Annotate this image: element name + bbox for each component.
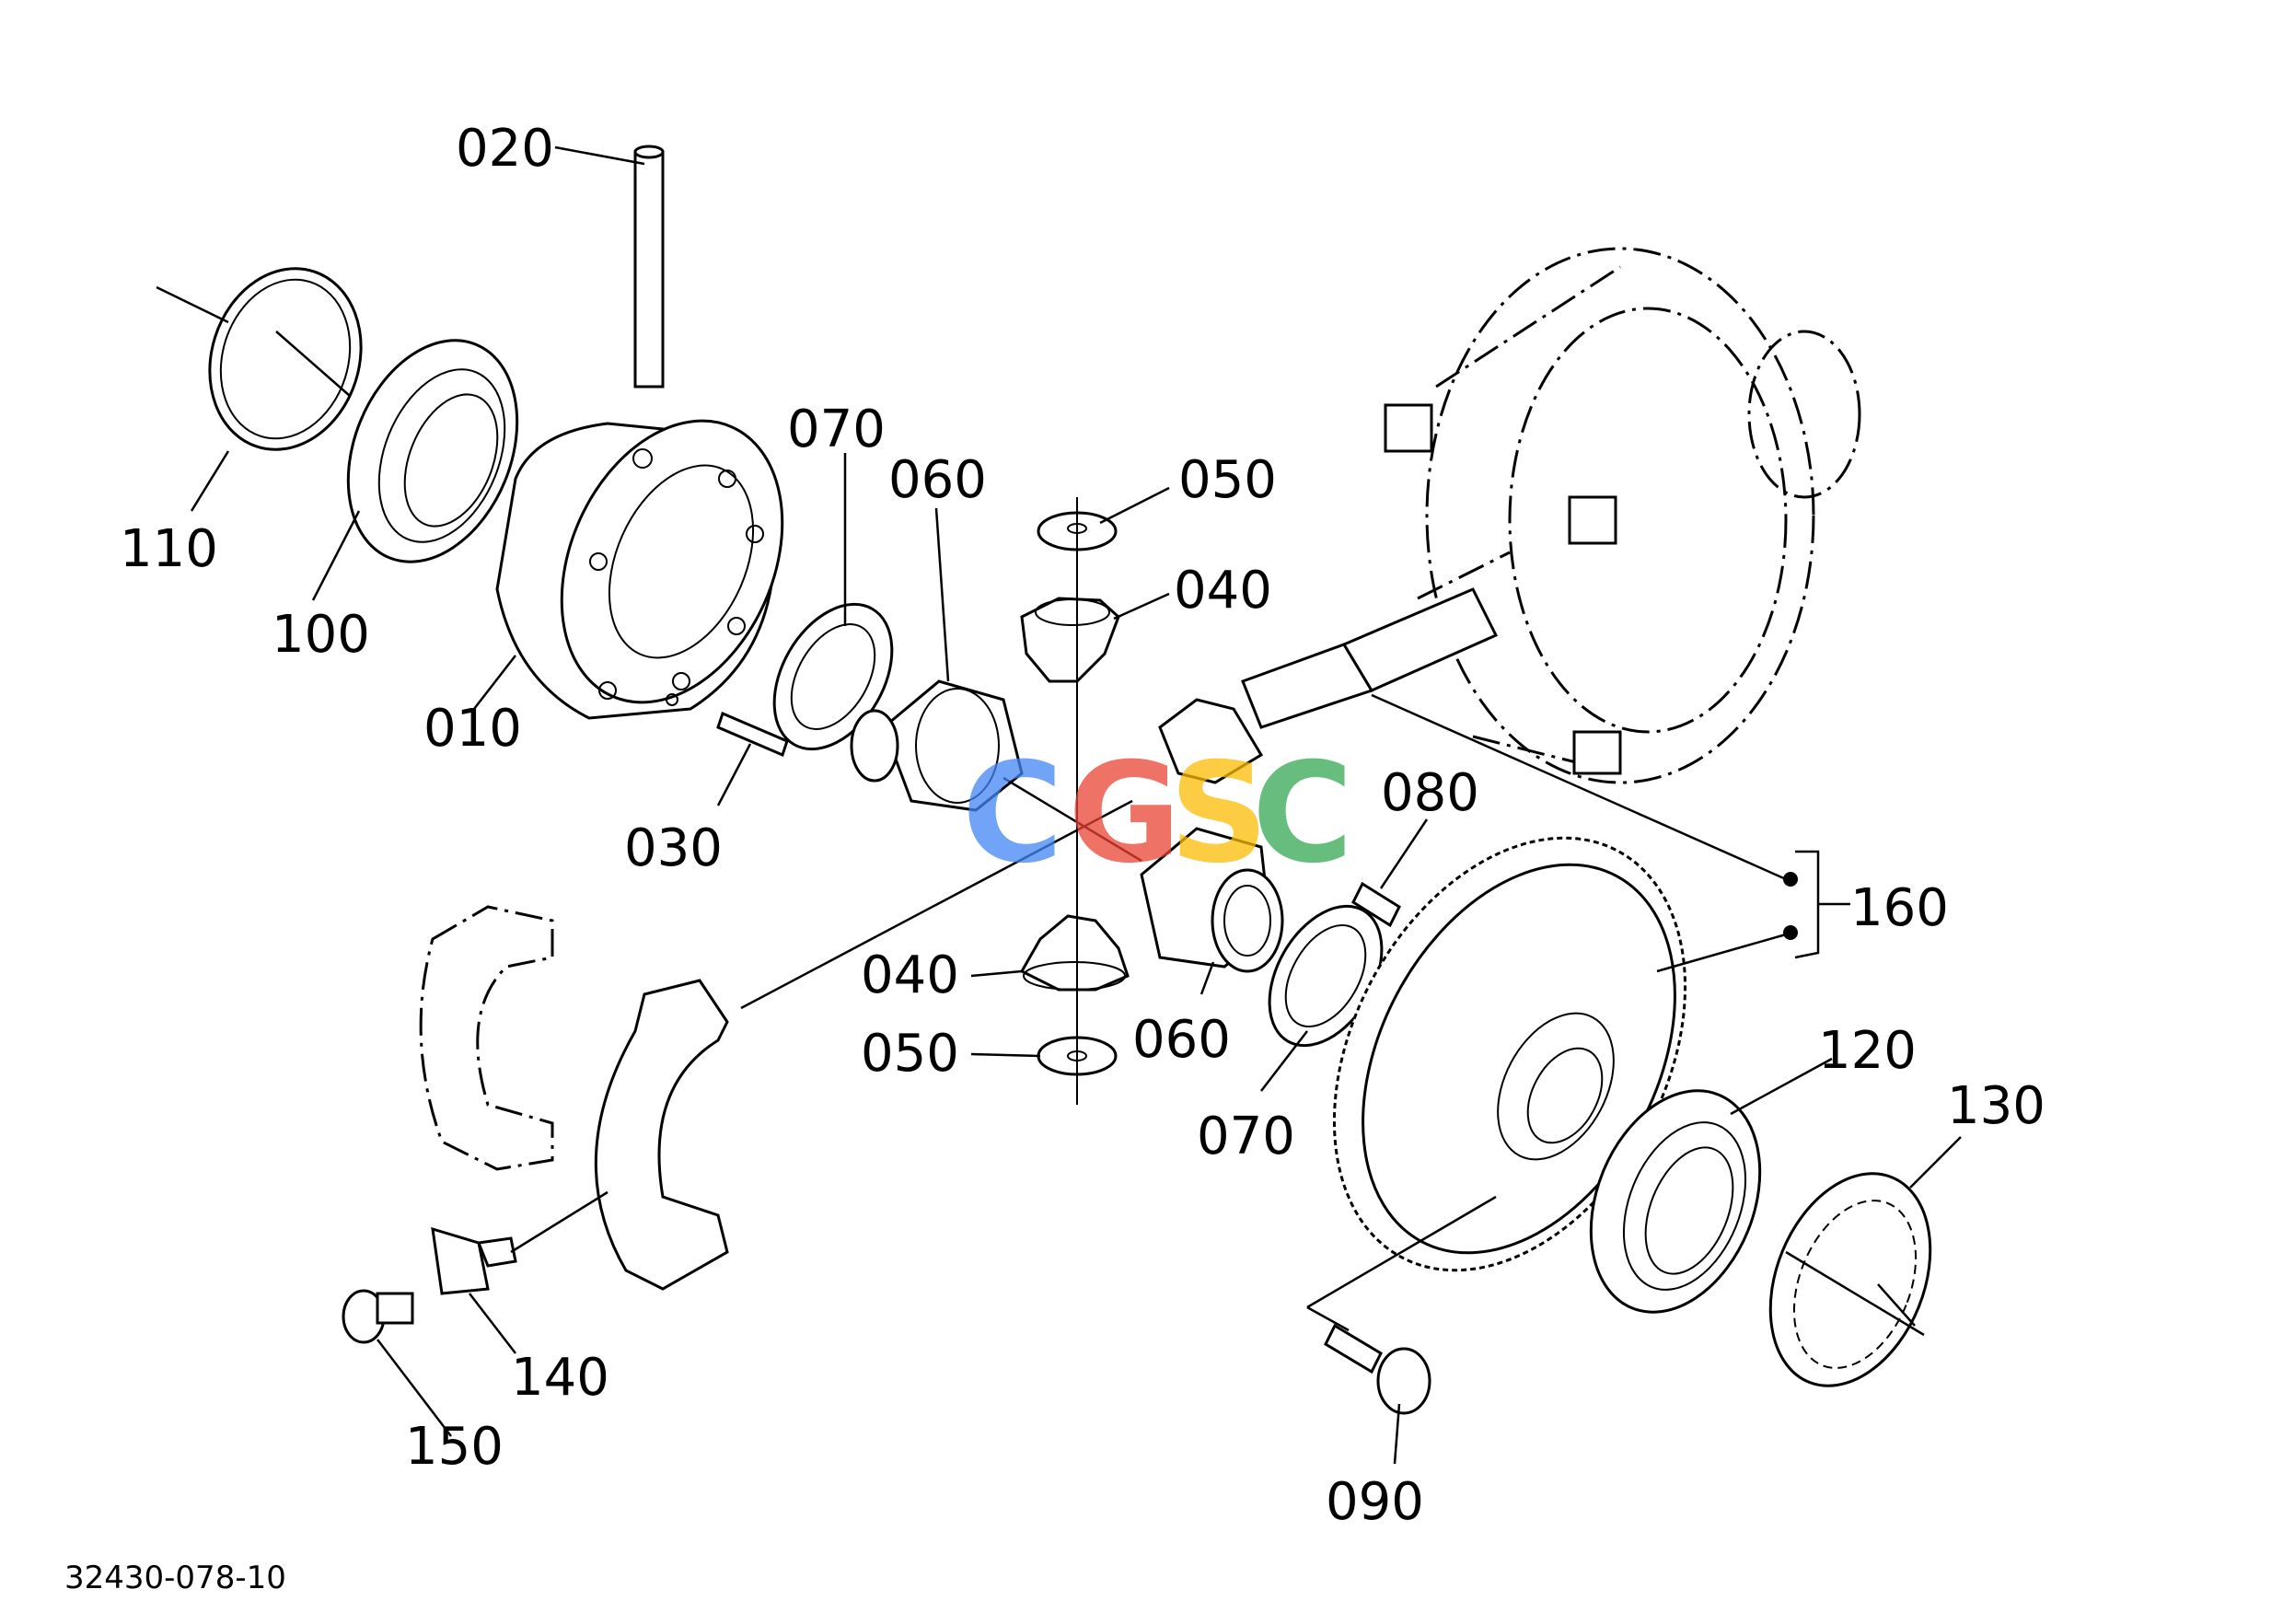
shaft-020 [633, 145, 665, 389]
label-020: 020 [456, 119, 554, 179]
side-gear-060-upper [850, 679, 1024, 812]
bearing-cap [594, 979, 729, 1291]
figure-code: 32430-078-10 [64, 1560, 286, 1596]
label-160: 160 [1850, 878, 1949, 938]
shim-070-lower [1268, 904, 1384, 1048]
label-070-upper: 070 [787, 400, 886, 459]
label-070-lower: 070 [1197, 1107, 1295, 1166]
watermark-letter-2: G [1068, 734, 1181, 894]
label-040-upper: 040 [1174, 561, 1272, 621]
bearing-100 [346, 339, 519, 563]
watermark-letter-1: C [962, 734, 1063, 894]
label-150: 150 [405, 1417, 504, 1477]
housing-phantom [1384, 247, 1861, 784]
part-labels: 020 110 100 010 070 060 050 040 030 080 … [120, 119, 2045, 1532]
callout-dot-upper [1783, 872, 1798, 887]
dowel-080 [1351, 881, 1401, 928]
bearing-cap-phantom [419, 905, 554, 1171]
bolt-090 [1324, 1323, 1431, 1415]
pin-030 [716, 711, 789, 758]
leader-lines [156, 145, 1962, 1465]
bolt-150 [342, 1289, 414, 1344]
snap-ring-110 [208, 267, 363, 451]
pinion-shaft-160 [1158, 587, 1499, 784]
ring-gear-160 [1332, 836, 1687, 1272]
label-060-lower: 060 [1132, 1010, 1231, 1070]
lock-plate-140 [431, 1226, 517, 1295]
label-130: 130 [1947, 1076, 2045, 1136]
diff-case-010 [495, 419, 784, 720]
label-120: 120 [1818, 1021, 1917, 1081]
label-040-lower: 040 [861, 945, 959, 1005]
watermark-letter-3: S [1169, 734, 1269, 894]
pinion-040-lower [1019, 914, 1130, 992]
label-010: 010 [423, 699, 522, 759]
label-080: 080 [1381, 763, 1479, 823]
pinion-040-upper [1020, 597, 1120, 683]
callout-dot-lower [1783, 925, 1798, 940]
lock-nut-130 [1768, 1172, 1932, 1387]
label-140: 140 [511, 1348, 609, 1408]
watermark-letter-4: C [1252, 734, 1353, 894]
label-100: 100 [272, 605, 370, 665]
bearing-120 [1589, 1089, 1762, 1314]
label-050-lower: 050 [861, 1024, 959, 1084]
label-050-upper: 050 [1178, 450, 1277, 510]
label-060-upper: 060 [888, 450, 987, 510]
side-gear-060-lower [1140, 827, 1284, 973]
label-030: 030 [624, 818, 723, 878]
watermark: C G S C [962, 734, 1353, 894]
label-090: 090 [1326, 1472, 1424, 1532]
label-110: 110 [120, 519, 218, 579]
shim-070-upper [772, 602, 894, 751]
